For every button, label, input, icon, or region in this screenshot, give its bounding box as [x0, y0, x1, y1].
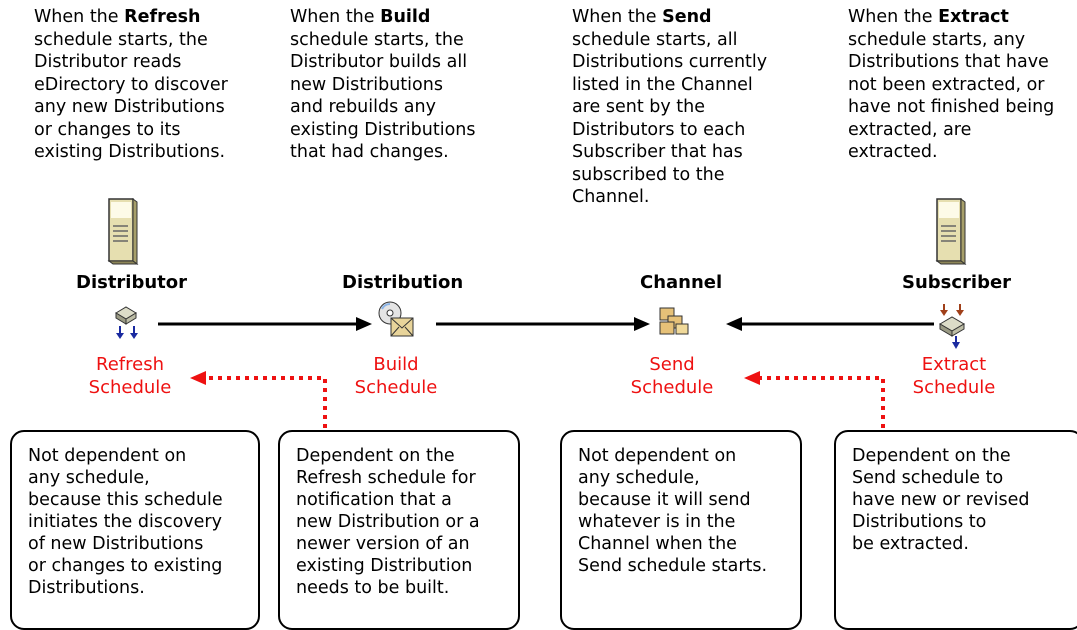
distributor-object-icon: [115, 306, 138, 339]
distributor-label: Distributor: [76, 272, 188, 293]
subscriber-label: Subscriber: [902, 272, 1012, 293]
send-description: When the Send schedule starts, all Distr…: [572, 7, 768, 207]
subscriber-server-icon: [935, 198, 967, 265]
distribution-label: Distribution: [342, 272, 464, 293]
dependency-arrow-extract-to-send: [758, 376, 885, 428]
refresh-description: When the Refresh schedule starts, the Di…: [34, 7, 228, 162]
send-dependency-box: Not dependent on any schedule, because i…: [560, 430, 802, 630]
extract-dependency-box: Dependent on the Send schedule to have n…: [834, 430, 1077, 630]
channel-object-icon: [659, 307, 689, 335]
dependency-arrow-extract-to-send-head: [744, 371, 760, 385]
flow-arrow-distribution-to-channel-head: [634, 317, 650, 331]
subscriber-object-icon: [939, 304, 965, 349]
extract-description: When the Extract schedule starts, any Di…: [848, 7, 1055, 162]
distributor-server-icon: [107, 198, 139, 265]
distribution-object-icon: [378, 301, 414, 337]
channel-label: Channel: [640, 272, 723, 293]
dependency-arrow-build-to-refresh: [204, 376, 327, 428]
dependency-arrow-build-to-refresh-head: [190, 371, 206, 385]
flow-arrow-subscriber-to-channel-head: [726, 317, 742, 331]
refresh-dependency-box: Not dependent on any schedule, because t…: [10, 430, 260, 630]
build-description: When the Build schedule starts, the Dist…: [290, 7, 476, 162]
build-dependency-box: Dependent on the Refresh schedule for no…: [278, 430, 520, 630]
flow-arrow-distributor-to-distribution-head: [356, 317, 372, 331]
